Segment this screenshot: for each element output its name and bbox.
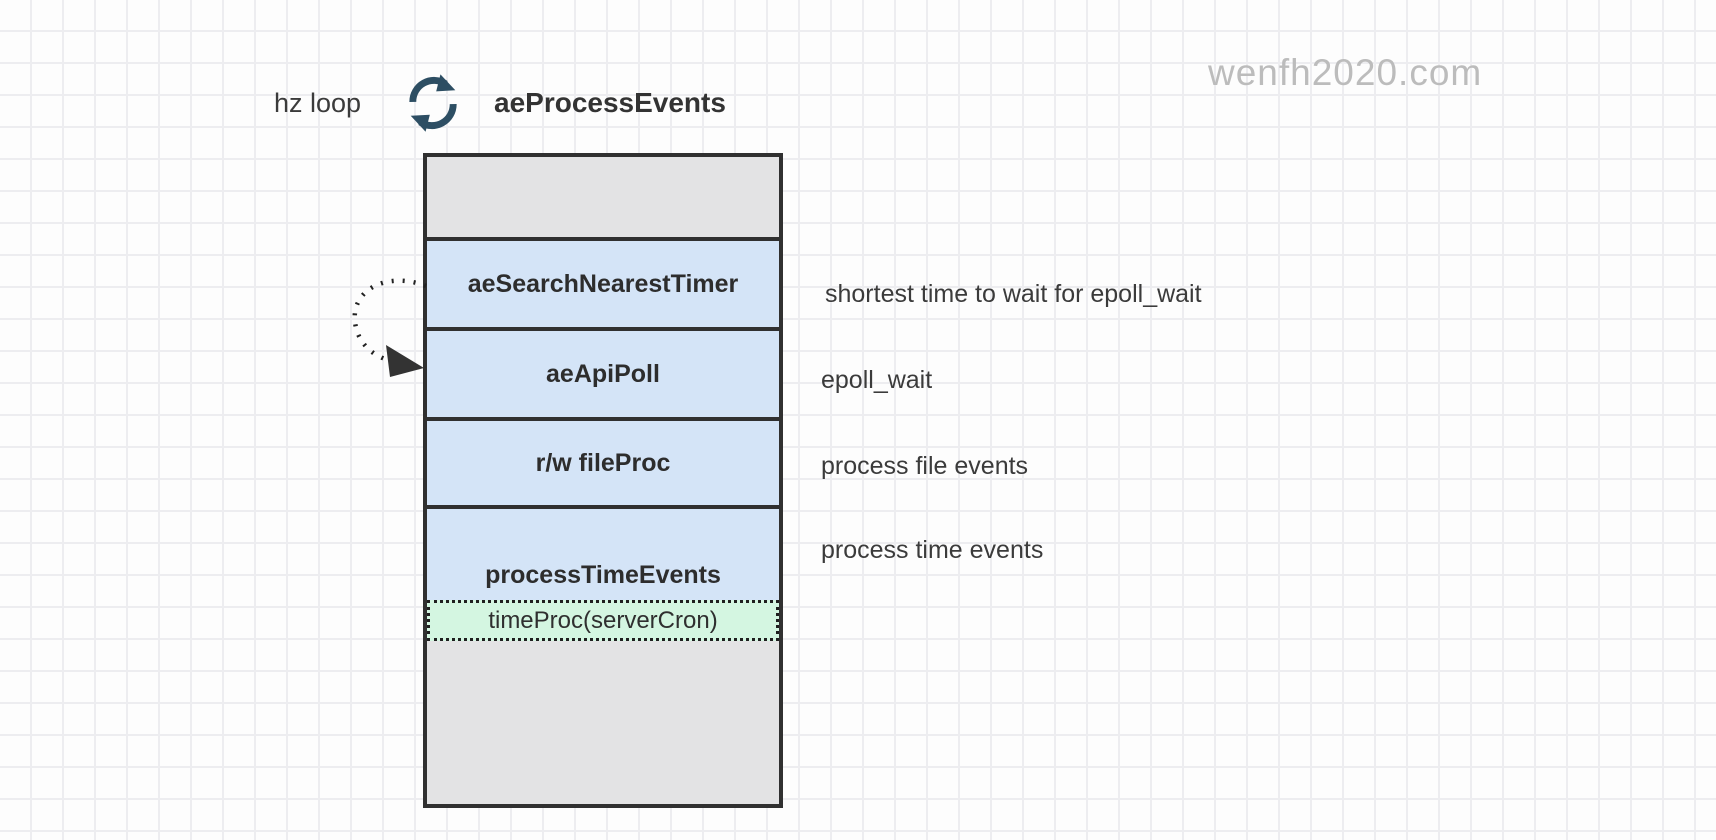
stack-row-timeproc-servercron: timeProc(serverCron) bbox=[427, 600, 779, 641]
stack-row-fileproc: r/w fileProc bbox=[427, 417, 779, 505]
stack-row-processtimeevents: processTimeEvents bbox=[427, 505, 779, 600]
annotation-process-file-events: process file events bbox=[821, 452, 1029, 480]
hz-loop-label: hz loop bbox=[274, 88, 362, 118]
stack-row-spacer-top bbox=[427, 157, 779, 237]
row-label: aeSearchNearestTimer bbox=[467, 269, 739, 298]
stack-row-aesearchnearesttimer: aeSearchNearestTimer bbox=[427, 237, 779, 327]
annotation-process-time-events: process time events bbox=[821, 536, 1044, 564]
diagram-title: aeProcessEvents bbox=[494, 87, 726, 118]
annotation-shortest-time: shortest time to wait for epoll_wait bbox=[825, 280, 1202, 308]
loop-arrows-icon bbox=[409, 74, 457, 132]
event-loop-stack: aeSearchNearestTimer aeApiPoll r/w fileP… bbox=[423, 153, 783, 808]
loop-back-arrow bbox=[352, 278, 427, 377]
row-label: aeApiPoll bbox=[546, 359, 660, 388]
stack-row-spacer-bottom bbox=[427, 641, 779, 804]
stack-row-aeapipoll: aeApiPoll bbox=[427, 327, 779, 417]
watermark: wenfh2020.com bbox=[1208, 52, 1483, 93]
row-label: timeProc(serverCron) bbox=[488, 606, 718, 634]
row-label: processTimeEvents bbox=[485, 561, 721, 589]
annotation-epoll-wait: epoll_wait bbox=[821, 366, 933, 394]
row-label: r/w fileProc bbox=[535, 448, 671, 477]
